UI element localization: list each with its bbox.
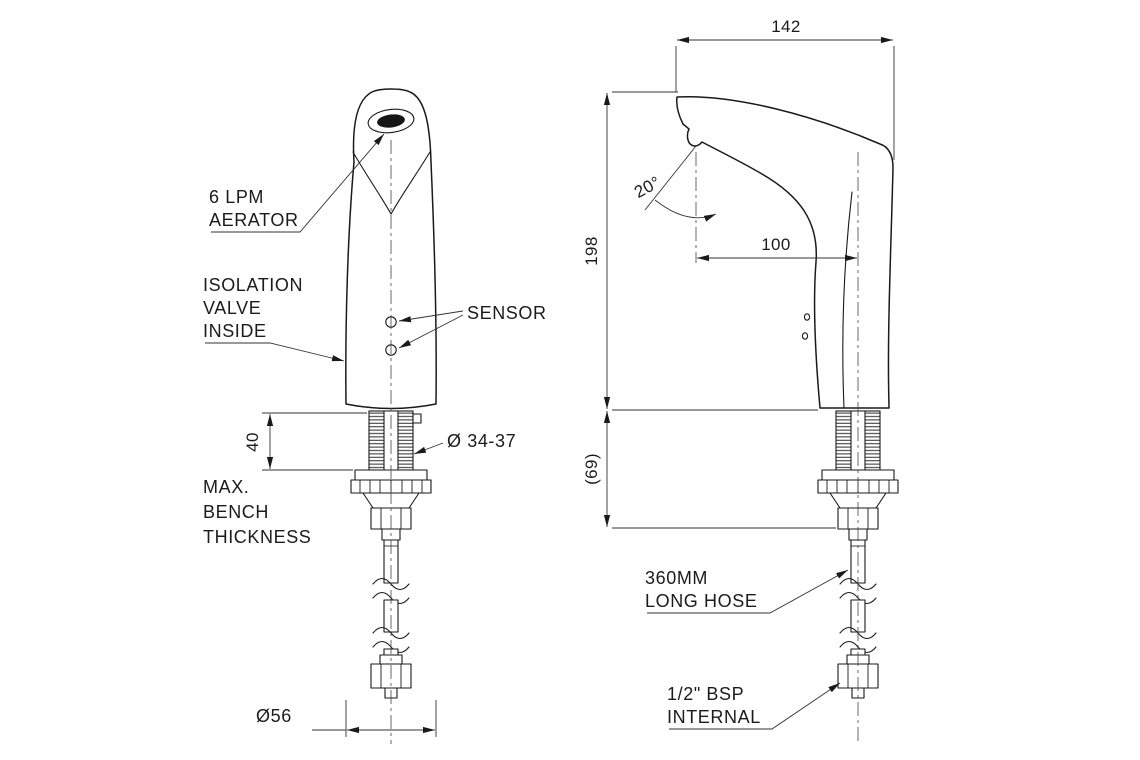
aerator-callout: 6 LPM AERATOR: [209, 133, 385, 233]
aerator-outlet: [377, 114, 405, 128]
sensor-dot-lower-side: [801, 332, 809, 340]
lock-nut-knurl: [359, 480, 423, 493]
dim-bench-thickness-value: 40: [243, 432, 262, 452]
hose-label-line2: LONG HOSE: [645, 591, 757, 611]
tap-hood-curve-right: [390, 151, 431, 215]
dim-thread-diameter-value: Ø 34-37: [447, 431, 516, 451]
aerator-label-line2: AERATOR: [209, 210, 299, 230]
isolation-label-line1: ISOLATION: [203, 275, 303, 295]
bench-label-line1: MAX.: [203, 477, 249, 497]
dim-under-bench-value: (69): [582, 453, 601, 485]
isolation-valve-callout: ISOLATION VALVE INSIDE: [203, 275, 345, 362]
tap-hood-curve-left: [352, 151, 392, 215]
bench-label-line3: THICKNESS: [203, 527, 311, 547]
front-under-bench-assembly: [350, 410, 432, 699]
bsp-label-line1: 1/2" BSP: [667, 684, 744, 704]
tap-body-side-outline: [676, 95, 894, 409]
dim-spout-reach: 100: [697, 235, 857, 262]
bsp-label-line2: INTERNAL: [667, 707, 761, 727]
dim-overall-length: 142: [675, 17, 895, 160]
dim-spout-angle-value: 20°: [631, 172, 664, 201]
isolation-label-line3: INSIDE: [203, 321, 267, 341]
tap-body-front-crease: [842, 191, 853, 409]
sensor-label: SENSOR: [467, 303, 547, 323]
shaft-tab: [412, 413, 422, 424]
sensor-dot-upper-side: [803, 313, 811, 321]
bench-label-line2: BENCH: [203, 502, 269, 522]
bench-thickness-label: MAX. BENCH THICKNESS: [203, 477, 311, 547]
dim-height-value: 198: [582, 236, 601, 266]
dim-base-diameter-value: Ø56: [256, 706, 292, 726]
side-view: 142 198 (69) 100 20° 360MM L: [582, 17, 899, 744]
dim-base-diameter: Ø56: [256, 700, 437, 737]
isolation-label-line2: VALVE: [203, 298, 261, 318]
dim-bench-thickness: 40: [243, 412, 367, 471]
aerator-label-line1: 6 LPM: [209, 187, 264, 207]
hose-label-line1: 360MM: [645, 568, 708, 588]
dim-thread-diameter: Ø 34-37: [413, 431, 516, 455]
dim-spout-reach-value: 100: [761, 235, 791, 254]
hose-callout: 360MM LONG HOSE: [645, 568, 849, 614]
bsp-callout: 1/2" BSP INTERNAL: [667, 682, 841, 730]
dim-height: 198: [582, 91, 818, 411]
dim-spout-angle: 20°: [631, 145, 717, 222]
dim-overall-length-value: 142: [771, 17, 801, 36]
sensor-callout: SENSOR: [398, 303, 547, 349]
front-view: 40 Ø 34-37 Ø56 6 LPM AERATOR ISOLATION V…: [203, 88, 547, 744]
dim-under-bench: (69): [582, 411, 836, 529]
